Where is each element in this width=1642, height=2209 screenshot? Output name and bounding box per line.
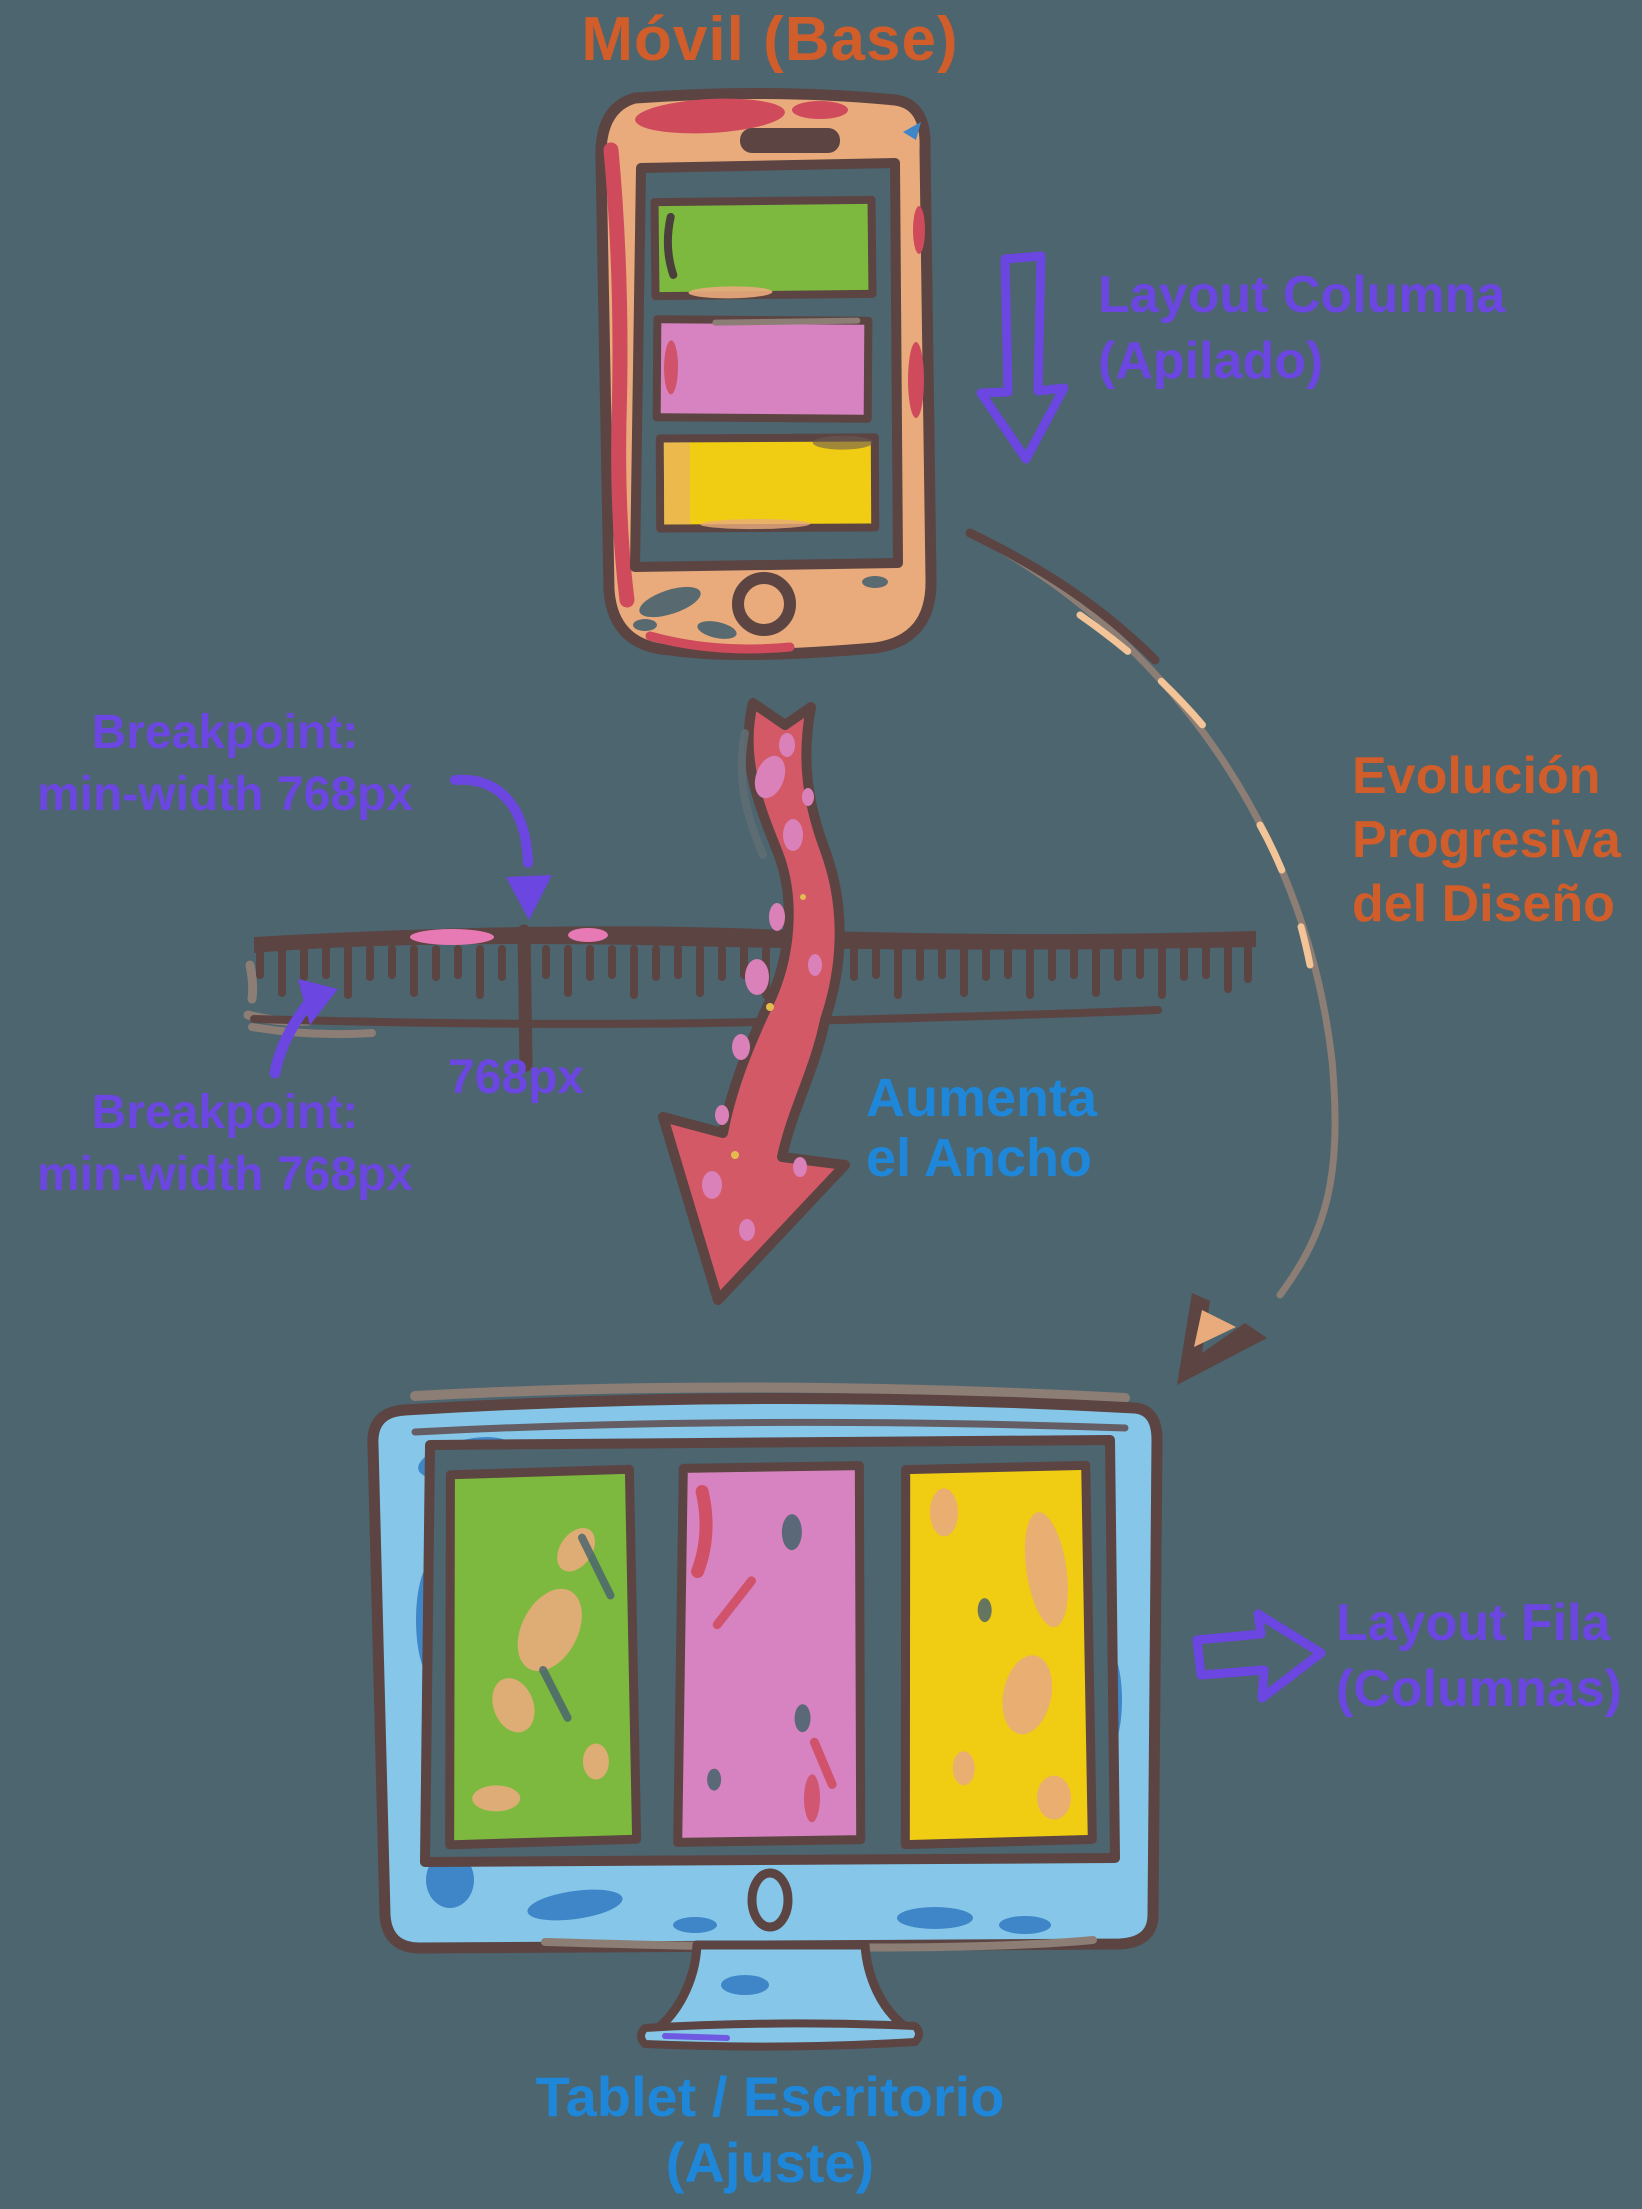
monitor-column-green	[445, 1464, 642, 1850]
ruler-pink-highlight-1	[410, 929, 494, 945]
red-arrow-pink-speckles	[702, 733, 822, 1241]
monitor-column-yellow	[900, 1460, 1097, 1850]
label-evolucion-progresiva: Evolución Progresiva del Diseño	[1352, 744, 1621, 936]
label-layout-columna-line2: (Apilado)	[1098, 332, 1324, 390]
label-tablet-line2: (Ajuste)	[665, 2131, 875, 2194]
phone-chin-stains	[633, 576, 888, 639]
monitor-camera-button	[747, 1868, 793, 1932]
label-breakpoint-top-line1: Breakpoint:	[91, 706, 359, 759]
arc-arrowhead	[1177, 1293, 1267, 1385]
monitor-stand-patch	[721, 1975, 769, 1995]
monitor-stand-base	[637, 2019, 923, 2051]
ruler-baseline-taupe-accent	[248, 1023, 376, 1039]
ruler-illustration	[243, 924, 1256, 1072]
monitor-stand	[648, 1940, 912, 2037]
label-layout-fila: Layout Fila (Columnas)	[1336, 1590, 1622, 1722]
label-evolucion-line3: del Diseño	[1352, 875, 1615, 933]
phone-block-green	[650, 195, 877, 301]
phone-illustration	[595, 87, 937, 661]
ruler-major-tick-768	[517, 924, 533, 1072]
ruler-baseline	[250, 1006, 1162, 1028]
red-grow-arrow-icon	[658, 698, 850, 1305]
label-tablet-escritorio: Tablet / Escritorio (Ajuste)	[345, 2064, 1195, 2196]
label-layout-columna-line1: Layout Columna	[1098, 266, 1506, 324]
label-breakpoint-top: Breakpoint: min-width 768px	[0, 702, 470, 826]
label-breakpoint-bottom-line2: min-width 768px	[36, 1148, 414, 1201]
phone-block-yellow	[655, 433, 880, 533]
down-arrow-icon	[976, 251, 1069, 464]
arc-peach-dash-2	[1256, 821, 1314, 969]
label-768px: 768px	[448, 1051, 585, 1104]
monitor-top-taupe-streak	[410, 1382, 1130, 1403]
label-aumenta-el-ancho: Aumenta el Ancho	[866, 1068, 1097, 1188]
phone-block-pink	[652, 315, 873, 423]
arc-peach-dash-1	[1076, 611, 1219, 744]
red-arrow-shadow-streak	[737, 729, 767, 859]
label-evolucion-line1: Evolución	[1352, 747, 1601, 805]
label-breakpoint-top-line2: min-width 768px	[36, 768, 414, 821]
arc-curve-dark-start	[965, 528, 1160, 665]
monitor-base-purple-dash	[662, 2033, 730, 2041]
phone-home-button	[732, 572, 796, 636]
ruler-pink-highlight-2	[568, 928, 608, 942]
label-layout-fila-line1: Layout Fila	[1336, 1594, 1611, 1652]
monitor-illustration	[367, 1382, 1163, 2051]
phone-blue-corner-mark	[903, 122, 921, 140]
label-tablet-line1: Tablet / Escritorio	[535, 2065, 1005, 2128]
label-aumenta-line1: Aumenta	[866, 1068, 1098, 1128]
arc-arrowhead-peach-fill	[1194, 1310, 1236, 1347]
monitor-inner-sketch-line	[411, 1418, 1129, 1436]
label-breakpoint-bottom-line1: Breakpoint:	[91, 1086, 359, 1139]
label-layout-columna: Layout Columna (Apilado)	[1098, 262, 1505, 394]
red-arrow-body	[658, 698, 850, 1305]
label-breakpoint-bottom: Breakpoint: min-width 768px	[0, 1082, 470, 1206]
phone-speaker	[740, 128, 840, 153]
title-movil-base: Móvil (Base)	[581, 5, 959, 74]
evolution-arc-arrow-icon	[965, 528, 1339, 1385]
breakpoint-top-arrow-icon	[450, 774, 552, 920]
breakpoint-bottom-arrow-icon	[269, 979, 338, 1079]
label-evolucion-line2: Progresiva	[1352, 811, 1621, 869]
right-arrow-icon	[1192, 1609, 1326, 1703]
phone-red-accents	[603, 98, 925, 654]
label-layout-fila-line2: (Columnas)	[1336, 1660, 1622, 1718]
red-arrow-yellow-specks	[731, 894, 806, 1159]
monitor-column-pink	[673, 1461, 866, 1847]
label-aumenta-line2: el Ancho	[866, 1128, 1093, 1188]
monitor-chin-taupe-streak	[541, 1936, 1097, 1952]
